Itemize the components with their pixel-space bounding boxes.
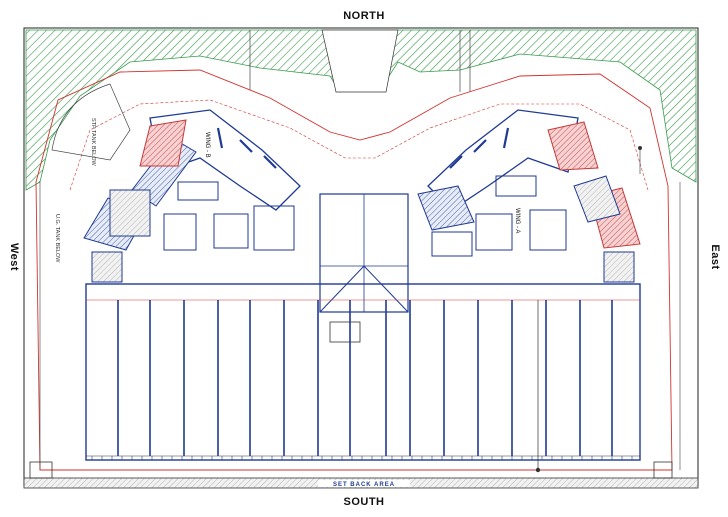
east-stair bbox=[603, 251, 635, 283]
shop-units bbox=[85, 283, 641, 461]
setback-label: SET BACK AREA bbox=[333, 482, 395, 488]
plot-boundary bbox=[23, 27, 699, 487]
central-driveway bbox=[321, 29, 399, 93]
south-label: SOUTH bbox=[343, 496, 385, 508]
wing-b-label: WING - B bbox=[204, 132, 210, 158]
wing-a-label: WING - A bbox=[514, 208, 520, 233]
west-stair bbox=[91, 251, 123, 283]
ug-tank-label: U.G. TANK BELOW bbox=[54, 214, 60, 263]
stp-tank-label: STP TANK BELOW bbox=[90, 118, 96, 166]
north-label: NORTH bbox=[343, 10, 385, 22]
setback-line-red bbox=[35, 69, 673, 471]
unit-dividers bbox=[117, 300, 613, 456]
central-core bbox=[319, 193, 409, 343]
unit-ticks bbox=[91, 456, 633, 460]
wing-b-block bbox=[83, 109, 301, 251]
stp-tank-outline bbox=[51, 83, 131, 161]
wing-a-block bbox=[417, 109, 641, 257]
